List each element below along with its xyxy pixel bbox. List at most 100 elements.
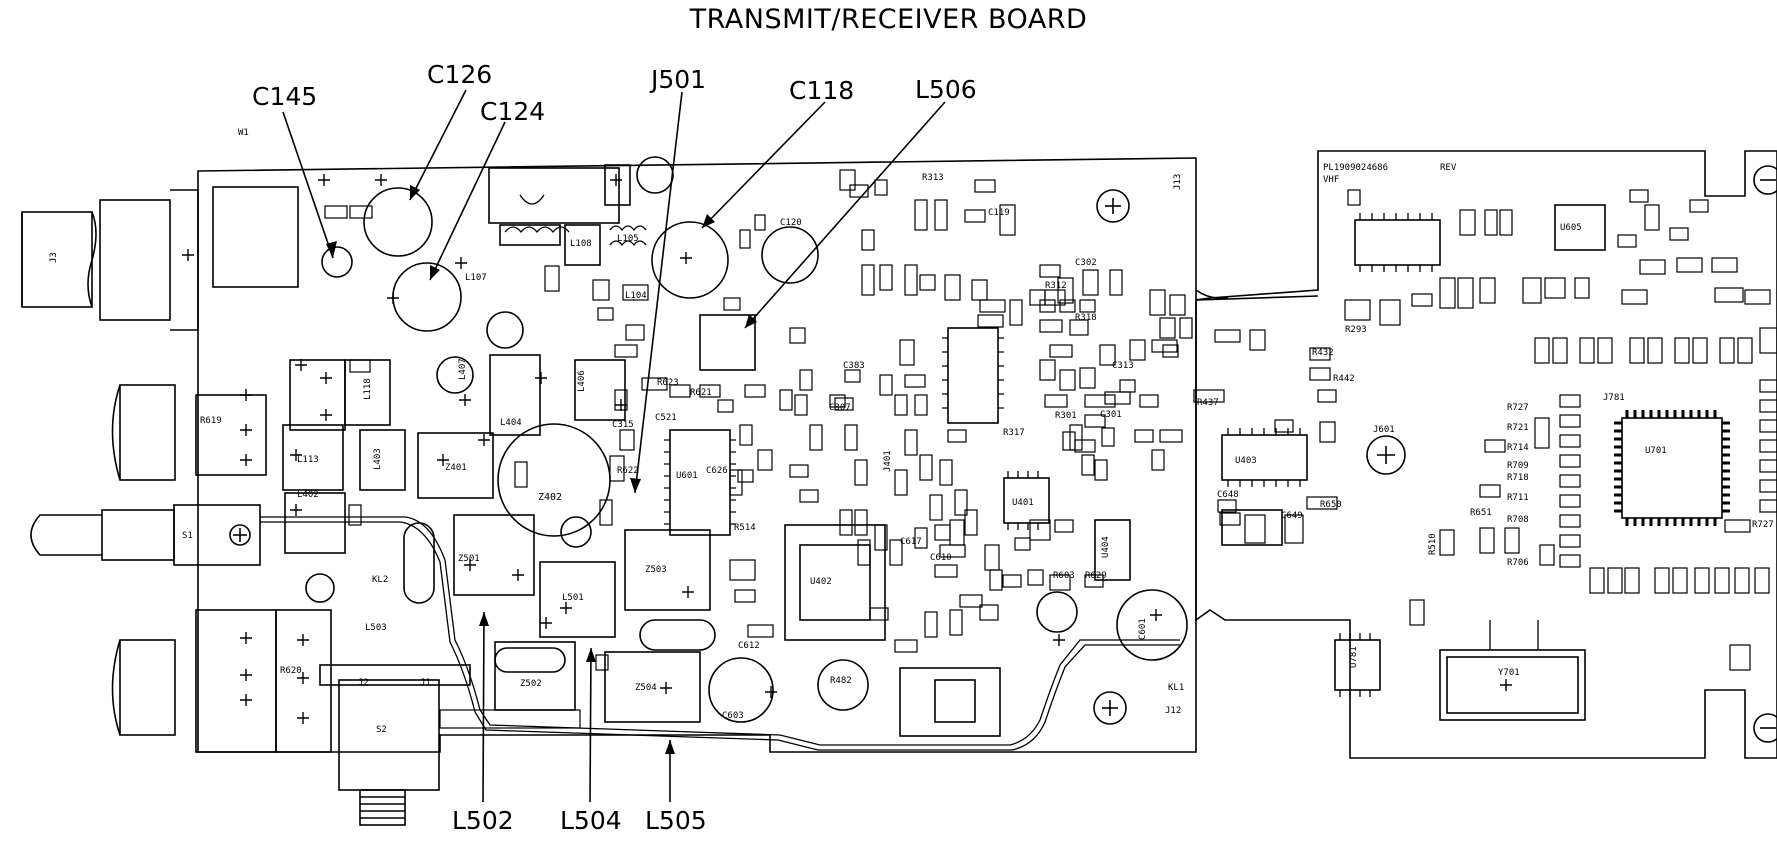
label-u401: U401 [1012, 498, 1034, 508]
c118-cap [651, 221, 729, 299]
label-j3: J3 [49, 252, 59, 263]
label-j13: J13 [1173, 174, 1183, 190]
label-r620: R620 [280, 666, 302, 676]
c104-cap [761, 226, 819, 284]
z501-filter [453, 514, 535, 596]
label-r727b: R727 [1752, 520, 1774, 530]
label-u402: U402 [810, 577, 832, 587]
u781-ic [1334, 639, 1381, 691]
label-u605: U605 [1560, 223, 1582, 233]
label-z503: Z503 [645, 565, 667, 575]
label-r721: R721 [1507, 423, 1529, 433]
u701-ic [1621, 417, 1723, 519]
c501-cap [560, 516, 592, 548]
label-r619: R619 [200, 416, 222, 426]
label-kl1: KL1 [1168, 683, 1184, 693]
label-r650: R650 [1320, 500, 1342, 510]
u301-ic [947, 327, 999, 424]
label-c120: C120 [780, 218, 802, 228]
label-r514: R514 [734, 523, 756, 533]
label-u701: U701 [1645, 446, 1667, 456]
label-j401: J401 [883, 450, 893, 472]
label-r318: R318 [1075, 313, 1097, 323]
u605-ic [1554, 204, 1606, 251]
label-l113: L113 [297, 455, 319, 465]
r482-pot [817, 659, 869, 711]
label-kl2: KL2 [372, 575, 388, 585]
callout-c145: C145 [252, 82, 318, 111]
label-c603: C603 [722, 711, 744, 721]
label-l404: L404 [500, 418, 522, 428]
label-r482: R482 [830, 676, 852, 686]
c417-cap [436, 356, 474, 394]
label-j781: J781 [1603, 393, 1625, 403]
callout-j501: J501 [651, 65, 707, 94]
label-l104: L104 [625, 291, 647, 301]
label-l402: L402 [297, 490, 319, 500]
label-j12: J12 [1165, 706, 1181, 716]
label-r317: R317 [1003, 428, 1025, 438]
label-r510: R510 [1428, 533, 1438, 555]
label-c648: C648 [1217, 490, 1239, 500]
label-r313: R313 [922, 173, 944, 183]
u404-ic [1094, 519, 1131, 581]
label-band: VHF [1323, 175, 1339, 185]
label-l118: L118 [363, 378, 373, 400]
label-c617: C617 [900, 537, 922, 547]
label-r711: R711 [1507, 493, 1529, 503]
label-l406: L406 [577, 370, 587, 392]
diagram-title: TRANSMIT/RECEIVER BOARD [689, 4, 1088, 35]
label-r293: R293 [1345, 325, 1367, 335]
label-z502: Z502 [520, 679, 542, 689]
label-r312: R312 [1045, 281, 1067, 291]
label-z501: Z501 [458, 554, 480, 564]
label-c119: C119 [988, 208, 1010, 218]
label-r301: R301 [1055, 411, 1077, 421]
z503-filter [624, 529, 711, 611]
label-y701: Y701 [1498, 668, 1520, 678]
label-r708: R708 [1507, 515, 1529, 525]
label-u601: U601 [676, 471, 698, 481]
label-c315: C315 [612, 420, 634, 430]
u601-ic [669, 429, 731, 536]
callout-c124: C124 [480, 97, 546, 126]
label-r432: R432 [1312, 348, 1334, 358]
label-r622: R622 [617, 466, 639, 476]
wire-harness [260, 516, 1180, 746]
s2-connector [338, 679, 440, 791]
label-l108: L108 [570, 239, 592, 249]
label-c301: C301 [1100, 410, 1122, 420]
label-c313: C313 [1112, 361, 1134, 371]
label-j2: J2 [358, 678, 369, 688]
label-revision: REV [1440, 163, 1457, 173]
label-r621: R621 [690, 388, 712, 398]
label-r718: R718 [1507, 473, 1529, 483]
label-c307: C307 [829, 403, 851, 413]
callout-c126: C126 [427, 60, 493, 89]
label-c649: C649 [1281, 511, 1303, 521]
label-l501: L501 [562, 593, 584, 603]
main-board-outline [197, 157, 1197, 753]
label-r629: R629 [1085, 571, 1107, 581]
label-r623: R623 [657, 378, 679, 388]
u402-module [784, 524, 886, 641]
label-r706: R706 [1507, 558, 1529, 568]
label-c610: C610 [930, 553, 952, 563]
label-r727: R727 [1507, 403, 1529, 413]
label-s1: S1 [182, 531, 193, 541]
c603-cap [708, 657, 774, 723]
label-z504: Z504 [635, 683, 657, 693]
u401-ic [1003, 477, 1050, 524]
label-r603: R603 [1053, 571, 1075, 581]
callout-l502: L502 [452, 806, 514, 835]
label-z401: Z401 [445, 463, 467, 473]
label-r651: R651 [1470, 508, 1492, 518]
label-c383: C383 [843, 361, 865, 371]
label-s2: S2 [376, 725, 387, 735]
c601-cap [1116, 589, 1188, 661]
callout-l506: L506 [915, 75, 977, 104]
label-j1: J1 [420, 678, 431, 688]
label-l403: L403 [373, 448, 383, 470]
label-r442: R442 [1333, 374, 1355, 384]
label-c302: C302 [1075, 258, 1097, 268]
